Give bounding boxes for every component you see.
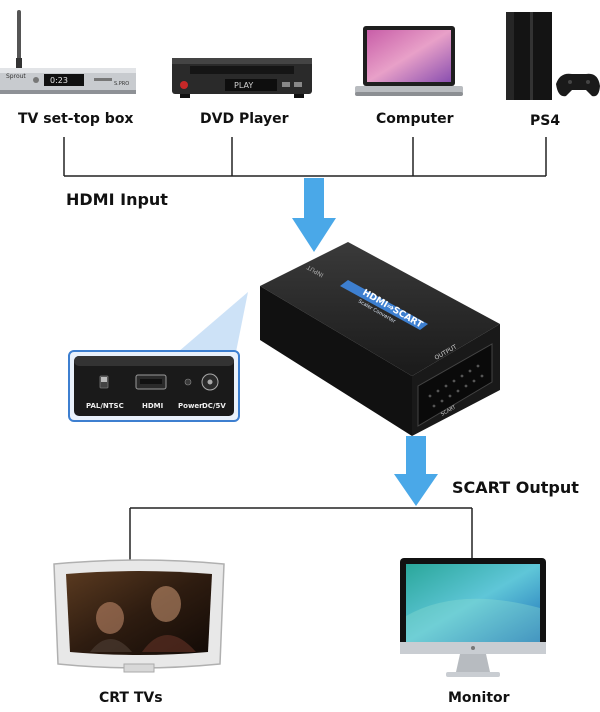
- port-label-dc: DC/5V: [202, 402, 226, 410]
- computer-label: Computer: [376, 111, 454, 127]
- port-callout-panel: PAL/NTSC HDMI Power DC/5V: [68, 350, 240, 422]
- set-top-box-label: TV set-top box: [18, 111, 134, 127]
- ps4-image: [506, 12, 600, 100]
- port-label-power: Power: [178, 402, 203, 410]
- crt-tv-label: CRT TVs: [99, 690, 163, 706]
- stb-brand-text: Sprout: [6, 73, 26, 80]
- monitor-image: [400, 558, 546, 677]
- set-top-box-image: Sprout 0:23 S.PRO: [0, 10, 136, 94]
- laptop-image: [355, 26, 463, 96]
- ps4-label: PS4: [530, 113, 561, 129]
- crt-tv-image: [53, 559, 225, 673]
- dvd-player-label: DVD Player: [200, 111, 289, 127]
- stb-display-text: 0:23: [50, 76, 68, 85]
- dvd-player-image: PLAY: [172, 58, 312, 98]
- port-label-pal-ntsc: PAL/NTSC: [86, 402, 124, 410]
- converter-image: HDMI⇒SCART Scaler Converter INPUT OUTPUT…: [260, 242, 500, 436]
- port-label-hdmi: HDMI: [142, 402, 164, 410]
- stb-model-text: S.PRO: [114, 81, 129, 87]
- hdmi-input-arrow: [292, 178, 336, 252]
- port-panel-image: [74, 356, 234, 416]
- dvd-play-text: PLAY: [234, 81, 253, 90]
- scart-output-arrow: [394, 436, 438, 506]
- scart-output-label: SCART Output: [452, 478, 579, 497]
- output-bracket: [129, 507, 473, 560]
- input-bracket: [63, 137, 547, 177]
- callout-wedge: [178, 292, 248, 352]
- hdmi-input-label: HDMI Input: [66, 190, 168, 209]
- monitor-label: Monitor: [448, 690, 510, 706]
